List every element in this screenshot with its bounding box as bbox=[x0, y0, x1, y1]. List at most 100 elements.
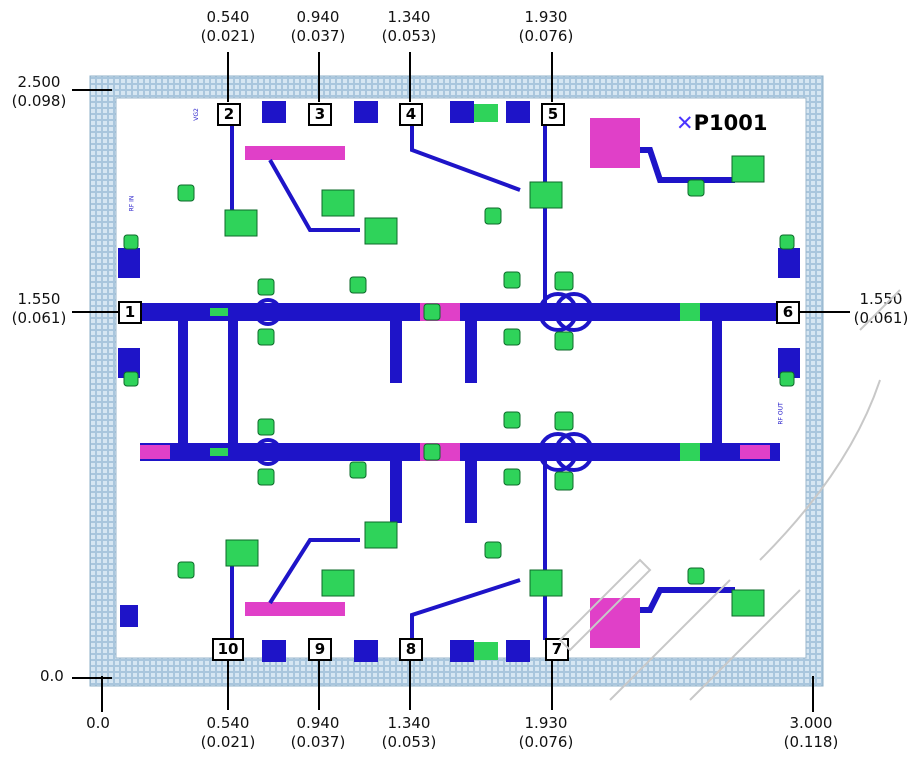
fet-via2-lower bbox=[554, 471, 574, 491]
transistor-ring-upper bbox=[254, 298, 282, 326]
pad-label-2: 2 bbox=[217, 103, 241, 126]
bias-cap-2 bbox=[321, 189, 355, 217]
transistor-ring-c-upper bbox=[554, 292, 594, 332]
decap-via-6 bbox=[349, 276, 367, 294]
pad-label-9: 9 bbox=[308, 638, 332, 661]
bias-line-8 bbox=[410, 578, 521, 640]
pad-label-7: 7 bbox=[545, 638, 569, 661]
dc-pad-0 bbox=[262, 101, 286, 123]
mim-cap-bottom bbox=[590, 598, 640, 648]
dc-pad-via-top bbox=[474, 104, 498, 122]
cross-mark-icon: ✕ bbox=[676, 111, 694, 135]
decap-via-7 bbox=[349, 461, 367, 479]
transistor-ring-c-lower bbox=[554, 432, 594, 472]
dc-pad-5 bbox=[354, 640, 378, 662]
bottom-dim-4: 1.930(0.076) bbox=[518, 714, 574, 751]
dc-pad-6 bbox=[450, 640, 474, 662]
left-dim-top: 2.500(0.098) bbox=[11, 73, 67, 110]
side-via-1 bbox=[123, 234, 139, 250]
rfout-pad-bot bbox=[778, 348, 800, 378]
dc-pad-2 bbox=[450, 101, 474, 123]
leader-top-2 bbox=[318, 52, 320, 102]
chip-label-rfin: RF IN bbox=[128, 195, 136, 212]
dc-pad-1 bbox=[354, 101, 378, 123]
leader-right-mid bbox=[800, 311, 850, 313]
gate-via-lower bbox=[503, 468, 521, 486]
fet-via2-upper bbox=[554, 331, 574, 351]
bias-line-3 bbox=[268, 159, 360, 232]
circuit-layout bbox=[118, 101, 800, 662]
bias-cap-8 bbox=[529, 569, 563, 597]
bias-cap-4 bbox=[731, 155, 765, 183]
bias-cap-5 bbox=[225, 539, 259, 567]
bias-line-9 bbox=[268, 538, 360, 605]
rf-cap-upper bbox=[210, 308, 228, 316]
transistor-ring-b-upper bbox=[538, 292, 578, 332]
mim-cap-top bbox=[590, 118, 640, 168]
bottom-dim-2: 0.940(0.037) bbox=[290, 714, 346, 751]
vert-link-2 bbox=[228, 312, 238, 452]
leader-top-3 bbox=[409, 52, 411, 102]
top-dim-1: 0.540(0.021) bbox=[200, 8, 256, 45]
chip-label-rfout: RF OUT bbox=[777, 402, 785, 425]
pad-label-8: 8 bbox=[399, 638, 423, 661]
transistor-ring-lower bbox=[254, 438, 282, 466]
top-resistor-bar bbox=[245, 146, 345, 160]
transistor-ring-b-lower bbox=[538, 432, 578, 472]
bias-cap-9 bbox=[731, 589, 765, 617]
chip-label-vg2: VG2 bbox=[192, 108, 200, 121]
rf-cap-lower bbox=[210, 448, 228, 456]
bias-cap-1 bbox=[364, 217, 398, 245]
vert-link-3 bbox=[712, 312, 722, 452]
bias-cap-3 bbox=[529, 181, 563, 209]
dc-pad-4 bbox=[262, 640, 286, 662]
decap-via-1 bbox=[177, 561, 195, 579]
pad-label-6: 6 bbox=[776, 301, 800, 324]
leader-bot-3 bbox=[409, 660, 411, 710]
corner-v bbox=[812, 676, 814, 712]
decap-via-4 bbox=[687, 179, 705, 197]
origin-v bbox=[101, 676, 103, 712]
origin-h bbox=[72, 677, 112, 679]
bottom-dim-1: 0.540(0.021) bbox=[200, 714, 256, 751]
leader-top-1 bbox=[227, 52, 229, 102]
dc-pad-3 bbox=[506, 101, 530, 123]
rf-via-lower bbox=[423, 443, 441, 461]
rf-out-cap-upper bbox=[680, 303, 700, 321]
bias-via-lower bbox=[257, 418, 275, 436]
vert-link-1 bbox=[178, 312, 188, 452]
gate-via2-lower bbox=[503, 411, 521, 429]
left-dim-mid: 1.550(0.061) bbox=[11, 290, 67, 327]
bottom-dim-5: 3.000(0.118) bbox=[783, 714, 839, 751]
rfout-pad-top bbox=[778, 248, 800, 278]
top-dim-2: 0.940(0.037) bbox=[290, 8, 346, 45]
leader-top-4 bbox=[551, 52, 553, 102]
interstage-upper bbox=[390, 303, 402, 383]
pad-label-3: 3 bbox=[308, 103, 332, 126]
side-via-2 bbox=[123, 371, 139, 387]
decap-via-0 bbox=[177, 184, 195, 202]
rfin-pad-top bbox=[118, 248, 140, 278]
leader-bot-2 bbox=[318, 660, 320, 710]
interstage2-upper bbox=[465, 303, 477, 383]
bottom-dim-3: 1.340(0.053) bbox=[381, 714, 437, 751]
gate-via-upper bbox=[503, 328, 521, 346]
fet-via-upper bbox=[554, 271, 574, 291]
bias-via-upper bbox=[257, 278, 275, 296]
right-dim-mid: 1.550(0.061) bbox=[853, 290, 909, 327]
decap-via-2 bbox=[484, 207, 502, 225]
decap-via-5 bbox=[687, 567, 705, 585]
bias-cap-7 bbox=[321, 569, 355, 597]
part-id: ✕P1001 bbox=[676, 111, 768, 135]
bias-via2-lower bbox=[257, 468, 275, 486]
fet-via-lower bbox=[554, 411, 574, 431]
pad-label-10: 10 bbox=[212, 638, 244, 661]
left-dim-origin: 0.0 bbox=[40, 667, 64, 685]
rf-out-cap-lower bbox=[680, 443, 700, 461]
interstage-lower bbox=[390, 443, 402, 523]
bias-via2-upper bbox=[257, 328, 275, 346]
leader-left-mid bbox=[72, 311, 118, 313]
dc-pad-7 bbox=[506, 640, 530, 662]
